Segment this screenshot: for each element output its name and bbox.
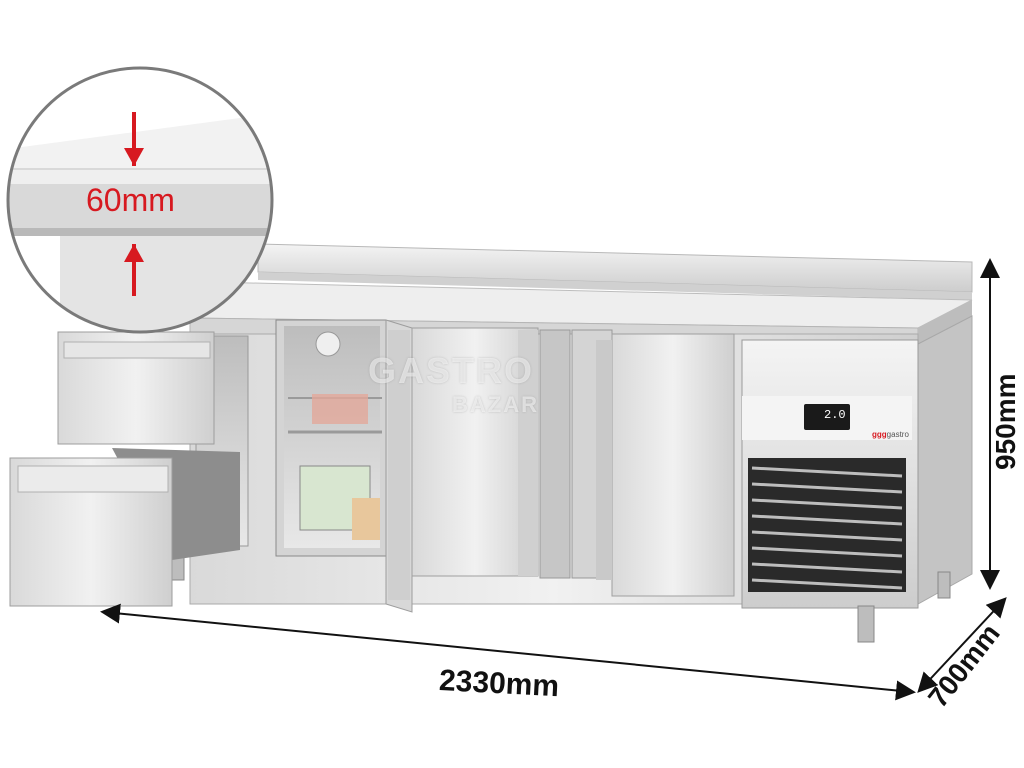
brand-prefix: ggg	[872, 430, 887, 439]
watermark-line-1: GASTRO	[368, 350, 535, 391]
control-display	[804, 404, 850, 430]
controller-display-value: 2.0	[824, 408, 846, 422]
backsplash	[257, 243, 973, 300]
fan-icon	[315, 331, 341, 357]
closed-door-3	[596, 333, 735, 597]
drawer-bottom	[9, 448, 240, 607]
depth-dimension-arrow	[917, 597, 1007, 693]
open-compartment	[275, 319, 387, 557]
brand-suffix: gastro	[886, 430, 909, 439]
closed-door-1	[411, 327, 539, 577]
top-thickness-label: 60mm	[86, 182, 175, 218]
width-dimension-arrow	[100, 603, 916, 701]
width-label: 2330mm	[438, 664, 560, 704]
drawer-top	[57, 331, 215, 445]
brand-label: ggggastro	[872, 430, 909, 439]
open-door	[385, 319, 413, 613]
worktop-detail-zoom	[6, 66, 274, 334]
height-label: 950mm	[990, 373, 1021, 470]
watermark-line-2: BAZAR	[452, 392, 539, 417]
compressor-unit	[741, 339, 919, 609]
